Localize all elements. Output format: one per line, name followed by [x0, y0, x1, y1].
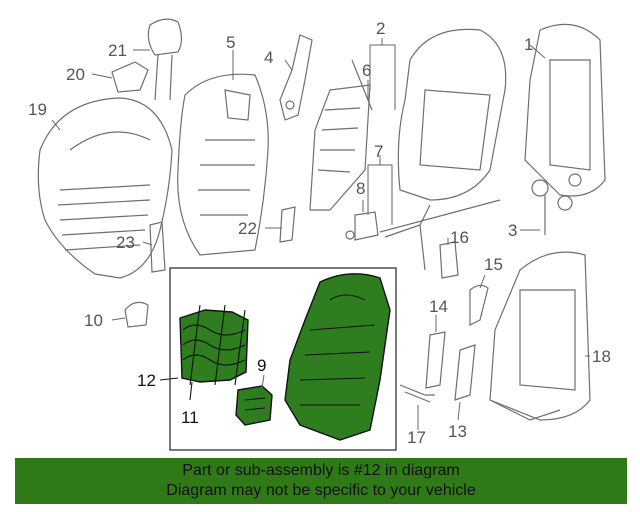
part-4-bracket[interactable]: [279, 34, 313, 121]
callout-7: 7: [374, 142, 383, 161]
callout-2: 2: [376, 19, 385, 38]
callout-20: 20: [66, 65, 85, 84]
banner-line-2: Diagram may not be specific to your vehi…: [166, 482, 476, 499]
callout-10: 10: [84, 311, 103, 330]
part-7-harness[interactable]: [379, 199, 501, 271]
callout-18: 18: [592, 347, 611, 366]
part-19-cushion-cover[interactable]: [37, 97, 173, 279]
callout-23: 23: [116, 233, 135, 252]
info-banner: Part or sub-assembly is #12 in diagram D…: [15, 458, 627, 504]
callout-13: 13: [448, 422, 467, 441]
part-22-clip[interactable]: [279, 206, 296, 243]
part-17-lever[interactable]: [399, 384, 435, 403]
part-5-backrest-cover[interactable]: [177, 73, 269, 256]
part-16-bracket[interactable]: [439, 241, 459, 279]
callout-16: 16: [450, 228, 469, 247]
callout-3: 3: [508, 221, 517, 240]
leader-lines: [51, 38, 590, 430]
part-12-seat-shell[interactable]: [284, 273, 391, 441]
seat-parts-diagram: 1 2 3 4 5 6 7 8 9 10 11 12 13 14 15 16 1…: [28, 18, 611, 451]
part-14-trim-strip[interactable]: [425, 331, 446, 389]
subassembly-12-box: [169, 267, 397, 451]
callout-22: 22: [238, 219, 257, 238]
callout-11: 11: [181, 408, 199, 427]
banner-line-1: Part or sub-assembly is #12 in diagram: [182, 462, 460, 479]
callout-9: 9: [257, 356, 266, 375]
callout-8: 8: [356, 179, 365, 198]
callout-5: 5: [226, 33, 235, 52]
callout-15: 15: [484, 255, 503, 274]
callout-17: 17: [407, 428, 426, 447]
part-1-seat-frame[interactable]: [524, 23, 606, 197]
callout-21: 21: [108, 41, 127, 60]
part-10-cap[interactable]: [124, 301, 149, 328]
part-2-backrest-frame[interactable]: [397, 28, 507, 201]
part-13-side-panel[interactable]: [454, 344, 476, 401]
part-3-cable[interactable]: [531, 179, 573, 235]
part-11-springs[interactable]: [179, 304, 249, 386]
part-8-connector[interactable]: [345, 211, 379, 241]
part-20-pad[interactable]: [111, 61, 149, 93]
callout-6: 6: [362, 61, 371, 80]
callout-1: 1: [524, 35, 533, 54]
part-15-trim[interactable]: [469, 284, 489, 326]
callout-12: 12: [137, 371, 156, 390]
callout-14: 14: [429, 297, 448, 316]
part-21-headrest[interactable]: [147, 18, 183, 101]
callout-4: 4: [264, 48, 273, 67]
part-23-bracket[interactable]: [149, 221, 166, 273]
callout-19: 19: [28, 100, 47, 119]
part-18-back-panel[interactable]: [489, 251, 591, 421]
part-9-module[interactable]: [235, 385, 273, 426]
